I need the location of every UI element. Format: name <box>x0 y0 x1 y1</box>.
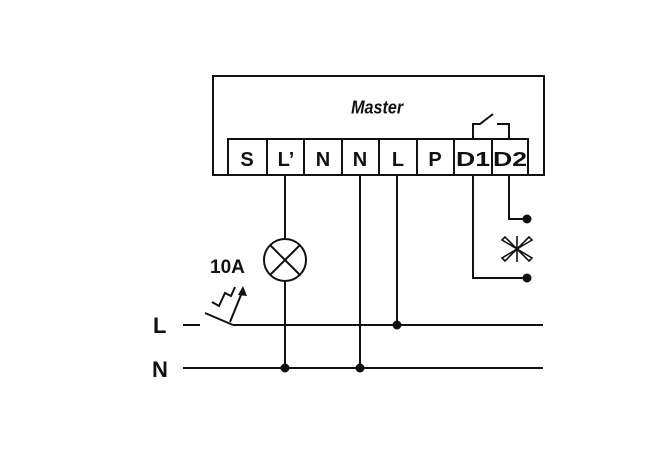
breaker-rating: 10A <box>210 257 245 278</box>
terminal-label: D2 <box>493 149 527 171</box>
lamp-icon <box>263 238 307 282</box>
wire-d1 <box>472 175 527 279</box>
fan-icon <box>500 235 534 263</box>
terminal-block <box>227 138 529 176</box>
terminal-label: S <box>240 149 253 171</box>
relay-contact <box>472 113 510 139</box>
terminal-label: P <box>428 149 441 171</box>
wire-d2 <box>508 175 527 220</box>
terminal-label: D1 <box>456 149 490 171</box>
terminal-label: N <box>353 149 367 171</box>
terminal-label: L’ <box>278 149 295 171</box>
terminal-label: L <box>392 149 404 171</box>
live-label: L <box>153 313 166 338</box>
device-title: Master <box>351 96 404 117</box>
junction-dots <box>280 214 532 373</box>
terminal-label: N <box>316 149 330 171</box>
circuit-breaker-icon <box>204 286 244 326</box>
breaker-arrow-icon <box>238 286 247 296</box>
neutral-label: N <box>152 357 168 382</box>
